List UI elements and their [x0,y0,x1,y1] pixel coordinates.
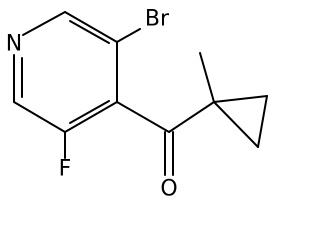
bond-cq-methyl [199,52,215,103]
oxygen-atom-label: O [160,177,177,202]
pyridine-ring [13,11,118,133]
bond-c2-c3-inner [69,20,110,44]
bond-c4-c5-inner [69,100,110,124]
bond-c3-br [116,28,141,43]
bond-carbonyl-cq [168,101,215,133]
bond-n-c2 [22,11,66,36]
bond-c4-c5 [64,101,118,133]
bond-ch2a-ch2b [257,95,268,148]
fluorine-atom-label: F [59,157,72,182]
bond-c5-c6 [13,101,66,133]
bond-ch2b-cq [213,101,259,148]
bromine-atom-label: Br [145,7,170,32]
bond-cq-ch2a [213,95,268,103]
cyclopropane-ring [199,52,268,148]
nitrogen-atom-label: N [6,32,22,57]
bond-c4-carbonyl [116,101,170,133]
bond-c2-c3 [64,11,118,43]
chemical-structure-diagram: N Br F O [6,7,268,202]
